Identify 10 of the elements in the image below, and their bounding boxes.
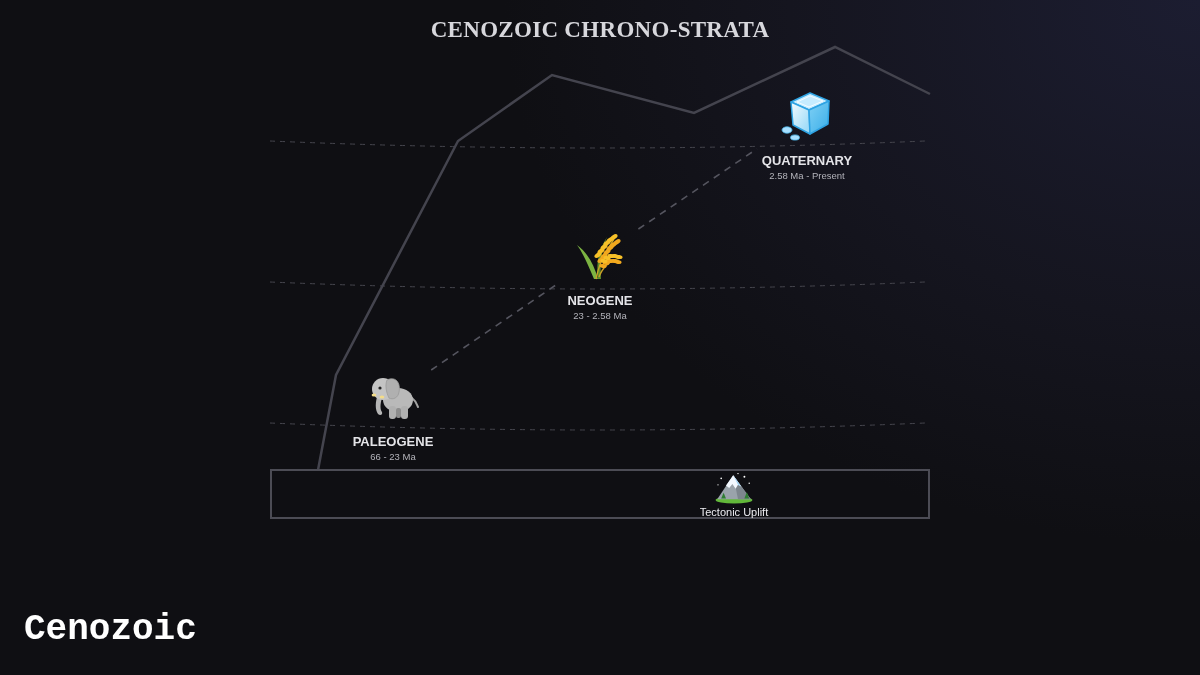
date-range: 2.58 Ma - Present bbox=[769, 170, 845, 182]
period-name: QUATERNARY bbox=[761, 153, 853, 168]
uplift-band bbox=[270, 469, 930, 519]
footer-title: Cenozoic bbox=[24, 609, 197, 651]
date-range: 66 - 23 Ma bbox=[370, 451, 416, 463]
band-label: Tectonic Uplift bbox=[699, 506, 769, 519]
period-name: NEOGENE bbox=[567, 293, 633, 308]
date-range: 23 - 2.58 Ma bbox=[573, 310, 627, 322]
title: CENOZOIC CHRONO-STRATA bbox=[430, 16, 770, 44]
period-name: PALEOGENE bbox=[352, 434, 434, 449]
